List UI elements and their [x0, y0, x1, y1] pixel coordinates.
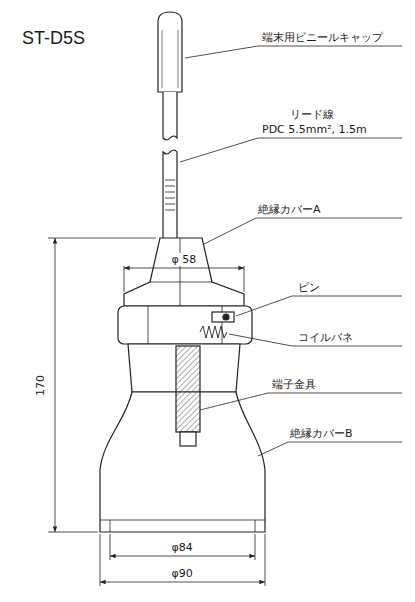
part-name: 絶縁カバーA: [258, 203, 321, 216]
ring-collar: [118, 306, 252, 344]
coil-spring: [200, 326, 227, 338]
leader-line: [200, 393, 402, 410]
lead-wire: [163, 92, 177, 140]
leader-line: [180, 138, 402, 162]
model-title: ST-D5S: [22, 28, 85, 48]
dimension: 170: [34, 374, 47, 397]
pin: [212, 312, 234, 322]
leader-line: [204, 218, 402, 244]
leader-line: [258, 442, 402, 456]
part-name: コイルバネ: [298, 331, 353, 344]
wire-spec: PDC 5.5mm², 1.5m: [262, 123, 367, 136]
insulation-cover-a: [124, 238, 244, 306]
part-name: ピン: [298, 281, 320, 294]
part-name: リード線: [290, 108, 334, 121]
lead-wire: [163, 150, 177, 252]
dimension: φ84: [171, 541, 194, 554]
vinyl-cap: [158, 12, 182, 92]
leader-line: [236, 296, 402, 316]
leader-line: [185, 46, 402, 58]
terminal-fitting: [176, 346, 200, 432]
pin: [223, 314, 229, 320]
part-name: 端末用ビニールキャップ: [262, 31, 383, 44]
dimension: φ 58: [171, 253, 198, 266]
part-name: 絶縁カバーB: [290, 427, 353, 440]
dimension: φ90: [171, 567, 194, 580]
terminal-fitting: [180, 432, 196, 446]
part-name: 端子金具: [272, 378, 316, 391]
